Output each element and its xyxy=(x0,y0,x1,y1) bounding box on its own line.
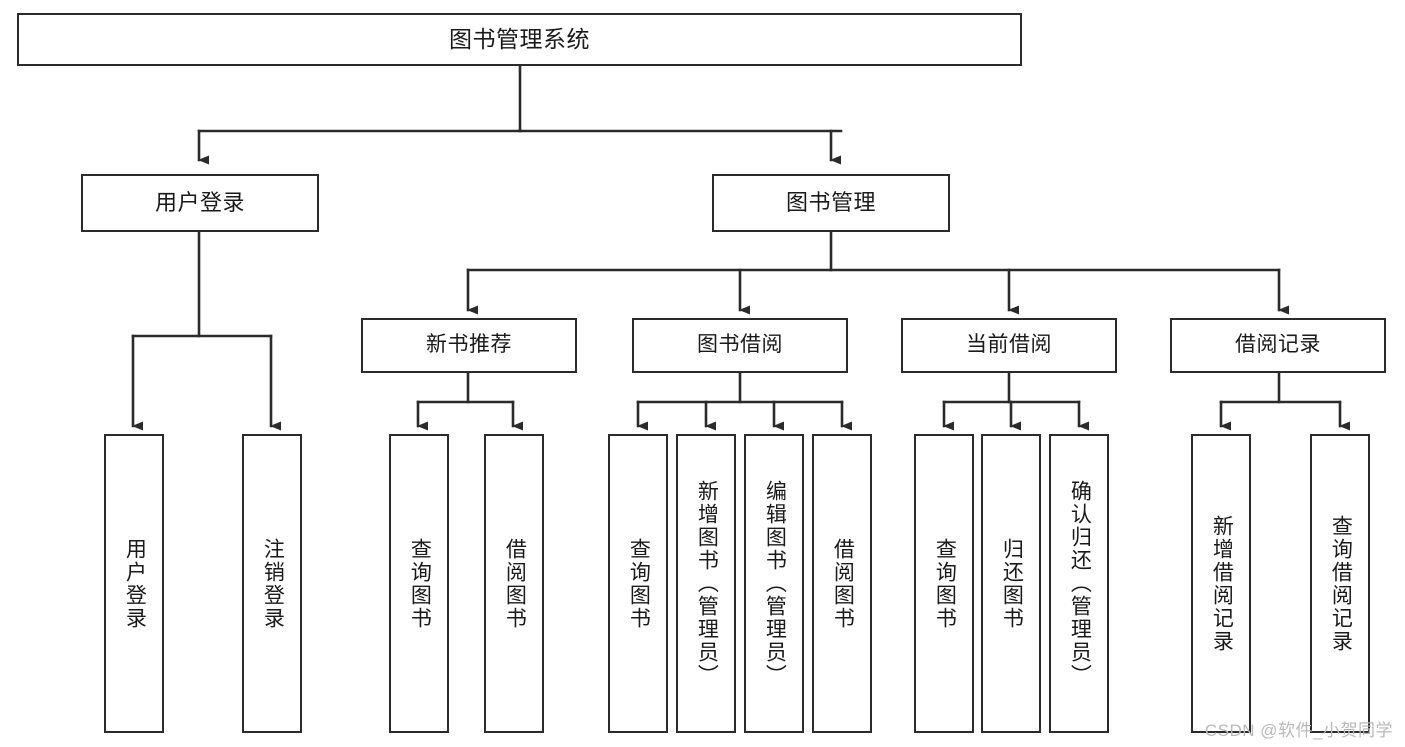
node-label: 编辑图书（管理员） xyxy=(763,480,787,687)
node-label: 新增借阅记录 xyxy=(1210,514,1234,653)
node-label: 新书推荐 xyxy=(426,333,512,357)
node-book-management[interactable]: 图书管理 xyxy=(712,174,950,232)
node-leaf-current-borrow-confirm[interactable]: 确认归还（管理员） xyxy=(1049,434,1109,733)
node-leaf-borrow-record-add[interactable]: 新增借阅记录 xyxy=(1191,434,1251,733)
node-label: 注销登录 xyxy=(261,537,285,630)
node-label: 查询借阅记录 xyxy=(1329,514,1353,653)
node-leaf-user-login-logout[interactable]: 注销登录 xyxy=(242,434,302,733)
node-leaf-current-borrow-return[interactable]: 归还图书 xyxy=(981,434,1041,733)
node-user-login[interactable]: 用户登录 xyxy=(81,174,319,232)
node-label: 图书借阅 xyxy=(697,333,783,357)
node-label: 确认归还（管理员） xyxy=(1068,480,1092,687)
node-label: 借阅图书 xyxy=(503,537,527,630)
node-label: 借阅图书 xyxy=(831,537,855,630)
node-leaf-current-borrow-query[interactable]: 查询图书 xyxy=(914,434,974,733)
node-leaf-user-login-login[interactable]: 用户登录 xyxy=(104,434,164,733)
node-new-book-recommend[interactable]: 新书推荐 xyxy=(361,318,577,373)
node-leaf-book-borrow-borrow[interactable]: 借阅图书 xyxy=(812,434,872,733)
node-leaf-borrow-record-query[interactable]: 查询借阅记录 xyxy=(1310,434,1370,733)
node-label: 图书管理系统 xyxy=(449,25,590,52)
node-root-book-management-system[interactable]: 图书管理系统 xyxy=(17,13,1022,66)
node-leaf-new-book-query[interactable]: 查询图书 xyxy=(389,434,449,733)
node-label: 用户登录 xyxy=(123,537,147,630)
node-label: 当前借阅 xyxy=(966,333,1052,357)
node-borrow-record[interactable]: 借阅记录 xyxy=(1170,318,1386,373)
node-leaf-book-borrow-query[interactable]: 查询图书 xyxy=(608,434,668,733)
node-label: 借阅记录 xyxy=(1235,333,1321,357)
node-label: 图书管理 xyxy=(785,189,876,215)
node-book-borrow[interactable]: 图书借阅 xyxy=(632,318,848,373)
node-leaf-book-borrow-add[interactable]: 新增图书（管理员） xyxy=(676,434,736,733)
node-label: 查询图书 xyxy=(408,537,432,630)
node-leaf-new-book-borrow[interactable]: 借阅图书 xyxy=(484,434,544,733)
node-current-borrow[interactable]: 当前借阅 xyxy=(901,318,1117,373)
node-leaf-book-borrow-edit[interactable]: 编辑图书（管理员） xyxy=(744,434,804,733)
node-label: 查询图书 xyxy=(627,537,651,630)
node-label: 归还图书 xyxy=(1000,537,1024,630)
node-label: 查询图书 xyxy=(933,537,957,630)
node-label: 新增图书（管理员） xyxy=(695,480,719,687)
node-label: 用户登录 xyxy=(154,189,245,215)
